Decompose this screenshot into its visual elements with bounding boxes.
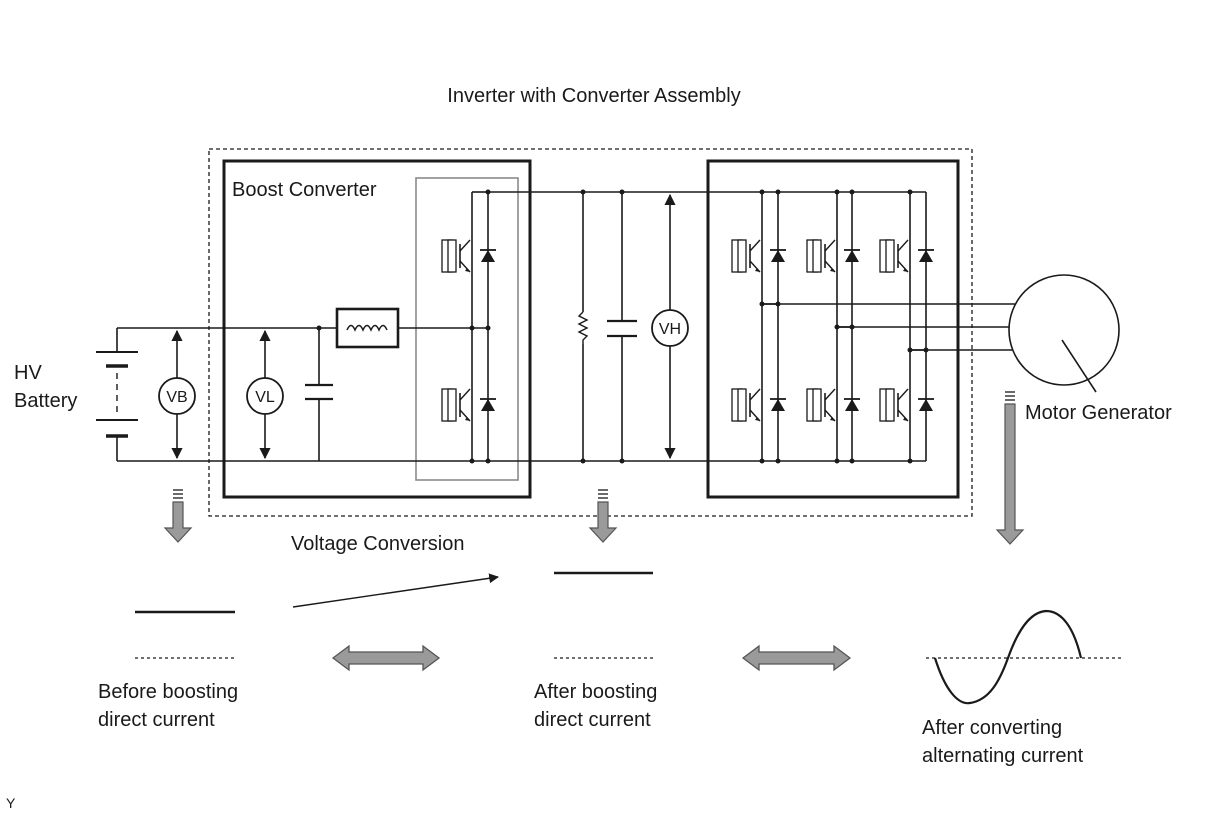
before-boost-label-line2: direct current bbox=[98, 709, 215, 731]
boost-lower-igbt bbox=[441, 388, 471, 422]
vl-voltmeter: VL bbox=[246, 329, 284, 460]
boost-lower-diode bbox=[479, 398, 497, 412]
voltage-conversion-arrow bbox=[292, 573, 499, 608]
double-arrow-right bbox=[741, 644, 852, 672]
after-boost-waveform bbox=[554, 571, 653, 659]
vh-voltmeter: VH bbox=[651, 193, 689, 460]
down-arrow-motor bbox=[995, 391, 1025, 545]
double-arrow-left bbox=[331, 644, 441, 672]
inverter-v-upper-diode bbox=[843, 249, 861, 263]
boost-converter-label: Boost Converter bbox=[232, 179, 377, 201]
inverter-v-lower-diode bbox=[843, 398, 861, 412]
wiring bbox=[116, 191, 1015, 462]
inverter-w-lower-igbt bbox=[879, 388, 909, 422]
inverter-u-upper-igbt bbox=[731, 239, 761, 273]
motor-generator-leader bbox=[1061, 339, 1097, 393]
vb-voltmeter: VB bbox=[158, 329, 196, 460]
inverter-v-upper-igbt bbox=[806, 239, 836, 273]
after-boost-label: After boosting bbox=[534, 681, 657, 703]
vh-label: VH bbox=[659, 321, 681, 338]
junction-dots bbox=[316, 189, 929, 464]
diagram-title: Inverter with Converter Assembly bbox=[447, 85, 740, 107]
inverter-u-lower-igbt bbox=[731, 388, 761, 422]
battery-symbol bbox=[96, 351, 138, 438]
inverter-box bbox=[706, 159, 960, 499]
corner-mark: Y bbox=[6, 795, 16, 811]
hv-battery-label-line2: Battery bbox=[14, 390, 77, 412]
hv-battery-label: HV bbox=[14, 362, 42, 384]
vb-label: VB bbox=[166, 389, 187, 406]
down-arrow-boosted bbox=[588, 489, 618, 543]
input-capacitor bbox=[305, 383, 333, 401]
ac-sine-waveform bbox=[926, 609, 1122, 705]
boost-upper-igbt bbox=[441, 239, 471, 273]
assembly-boundary bbox=[208, 148, 973, 517]
boost-upper-diode bbox=[479, 249, 497, 263]
voltage-conversion-label: Voltage Conversion bbox=[291, 533, 464, 555]
inverter-w-upper-igbt bbox=[879, 239, 909, 273]
inverter-u-lower-diode bbox=[769, 398, 787, 412]
motor-generator-symbol bbox=[1008, 274, 1120, 386]
boost-converter-box bbox=[222, 159, 532, 499]
after-boost-label-line2: direct current bbox=[534, 709, 651, 731]
inverter-u-upper-diode bbox=[769, 249, 787, 263]
inverter-v-lower-igbt bbox=[806, 388, 836, 422]
inverter-w-lower-diode bbox=[917, 398, 935, 412]
down-arrow-battery bbox=[163, 489, 193, 543]
vl-label: VL bbox=[255, 389, 275, 406]
boost-switch-box bbox=[415, 177, 519, 481]
after-convert-label-line2: alternating current bbox=[922, 745, 1084, 767]
before-boost-waveform bbox=[135, 610, 235, 659]
discharge-resistor bbox=[577, 311, 589, 344]
motor-generator-label: Motor Generator bbox=[1025, 402, 1172, 424]
after-convert-label: After converting bbox=[922, 717, 1062, 739]
reactor-inductor bbox=[335, 307, 400, 349]
inverter-w-upper-diode bbox=[917, 249, 935, 263]
before-boost-label: Before boosting bbox=[98, 681, 238, 703]
smoothing-capacitor bbox=[607, 319, 637, 338]
